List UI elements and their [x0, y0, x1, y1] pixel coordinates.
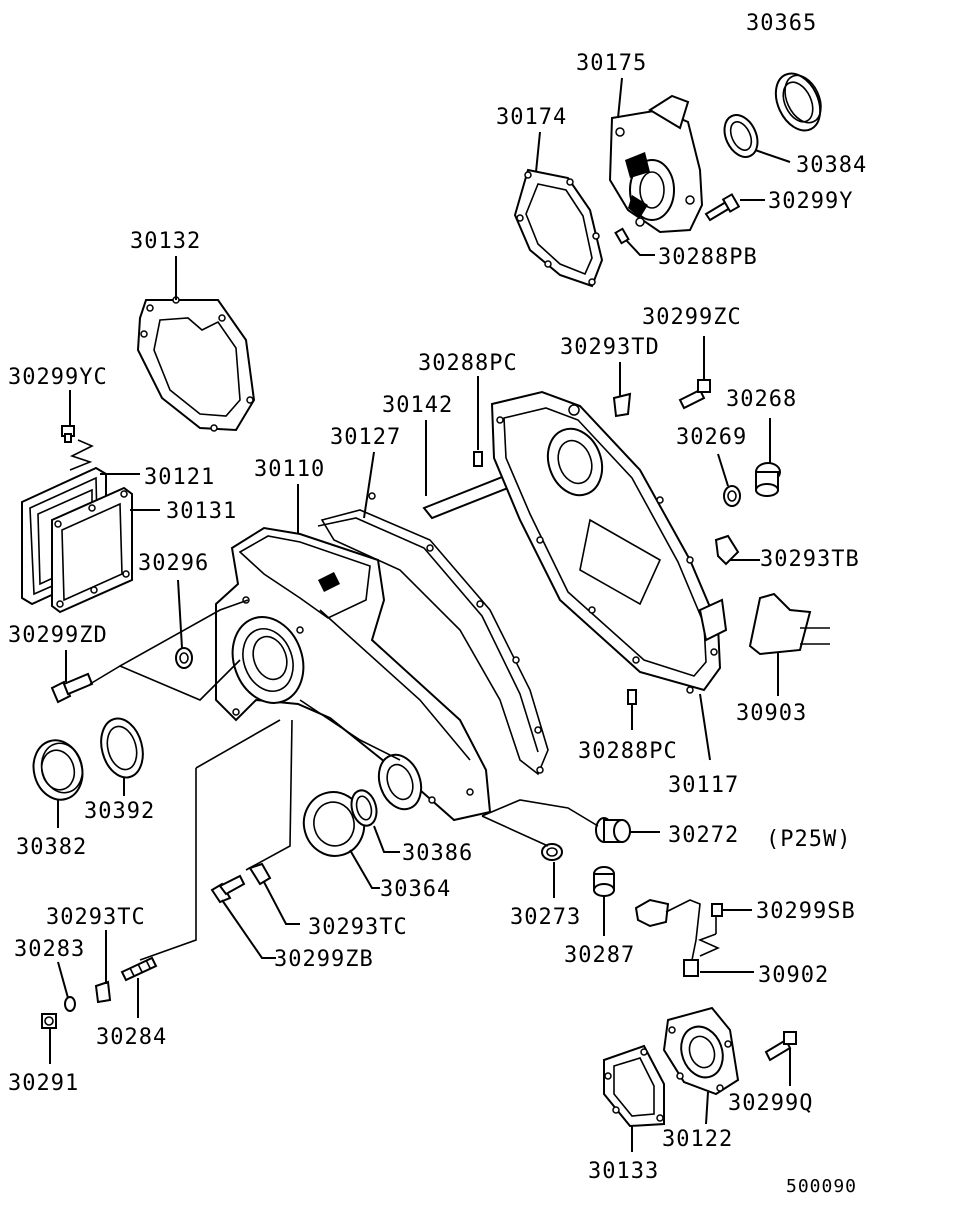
- label-30269: 30269: [676, 425, 747, 450]
- plug-30287: [593, 866, 615, 897]
- label-30287: 30287: [564, 943, 635, 968]
- pin-30288PC-top: [473, 451, 483, 467]
- label-30273: 30273: [510, 905, 581, 930]
- label-30293TD: 30293TD: [560, 335, 660, 360]
- label-30288PB: 30288PB: [658, 245, 758, 270]
- label-30299Q: 30299Q: [728, 1091, 813, 1116]
- label-30382: 30382: [16, 835, 87, 860]
- label-30142: 30142: [382, 393, 453, 418]
- label-30365: 30365: [746, 11, 817, 36]
- label-30903: 30903: [736, 701, 807, 726]
- label-30131: 30131: [166, 499, 237, 524]
- washer-30269: [723, 485, 741, 507]
- seal-30296: [175, 647, 193, 669]
- label-30283: 30283: [14, 937, 85, 962]
- label-30299ZD: 30299ZD: [8, 623, 108, 648]
- oil-seal-30382: [32, 739, 84, 801]
- label-30384: 30384: [796, 153, 867, 178]
- label-30364: 30364: [380, 877, 451, 902]
- pin-30288PC-bottom: [627, 689, 637, 705]
- clip-30293TD: [612, 392, 632, 418]
- oil-seal-30365: [774, 72, 822, 132]
- bolt-30299YC: [61, 425, 75, 443]
- plug-30272: [595, 817, 631, 843]
- cover-30122: [662, 1006, 740, 1096]
- label-30272-note: (P25W): [766, 827, 851, 852]
- label-30392: 30392: [84, 799, 155, 824]
- bolt-30299SB: [711, 903, 723, 934]
- label-30293TC-left: 30293TC: [46, 905, 146, 930]
- extension-housing-30175: [608, 94, 704, 234]
- label-30133: 30133: [588, 1159, 659, 1184]
- gasket-30131: [51, 486, 133, 614]
- label-30268: 30268: [726, 387, 797, 412]
- label-30132: 30132: [130, 229, 201, 254]
- label-30293TB: 30293TB: [760, 547, 860, 572]
- stud-30284: [120, 956, 158, 982]
- nut-30291: [41, 1013, 57, 1029]
- label-30299Y: 30299Y: [768, 189, 853, 214]
- rear-case-30117: [490, 390, 728, 694]
- oil-seal-30364: [302, 791, 366, 857]
- label-30175: 30175: [576, 51, 647, 76]
- label-30293TC-mid: 30293TC: [308, 915, 408, 940]
- label-30110: 30110: [254, 457, 325, 482]
- washer-30273: [541, 843, 563, 861]
- shim-30392: [100, 717, 144, 779]
- bolt-30299Q: [764, 1031, 797, 1062]
- gasket-30174: [513, 168, 604, 288]
- clip-30293TC-left: [94, 980, 112, 1004]
- clip-30293TC-mid: [248, 862, 272, 886]
- plug-30268: [755, 462, 781, 497]
- bolt-30299ZC: [678, 379, 711, 410]
- label-30288PC-bottom: 30288PC: [578, 739, 678, 764]
- label-30121: 30121: [144, 465, 215, 490]
- front-case-30110: [215, 526, 492, 822]
- ring-30386: [350, 789, 378, 827]
- gasket-30133: [603, 1044, 665, 1128]
- speed-sensor-30902: [634, 898, 701, 977]
- diagram-id: 500090: [786, 1176, 857, 1197]
- washer-30283: [64, 996, 76, 1012]
- label-30902: 30902: [758, 963, 829, 988]
- label-30291: 30291: [8, 1071, 79, 1096]
- pin-30288PB: [614, 227, 630, 245]
- label-30122: 30122: [662, 1127, 733, 1152]
- label-30296: 30296: [138, 551, 209, 576]
- harness-bracket-30903: [748, 592, 830, 656]
- label-30127: 30127: [330, 425, 401, 450]
- label-30299ZB: 30299ZB: [274, 947, 374, 972]
- bolt-30299Y: [704, 193, 741, 222]
- label-30117: 30117: [668, 773, 739, 798]
- clip-30293TB: [714, 534, 740, 566]
- gasket-30132: [136, 296, 256, 432]
- label-30299ZC: 30299ZC: [642, 305, 742, 330]
- bolt-30299ZD: [50, 672, 94, 704]
- label-30299SB: 30299SB: [756, 899, 856, 924]
- label-30174: 30174: [496, 105, 567, 130]
- seal-30384: [723, 114, 759, 158]
- label-30299YC: 30299YC: [8, 365, 108, 390]
- label-30288PC-top: 30288PC: [418, 351, 518, 376]
- label-30386: 30386: [402, 841, 473, 866]
- gasket-30127: [317, 492, 549, 776]
- bolt-30299ZB: [210, 874, 246, 904]
- label-30284: 30284: [96, 1025, 167, 1050]
- label-30272: 30272: [668, 823, 739, 848]
